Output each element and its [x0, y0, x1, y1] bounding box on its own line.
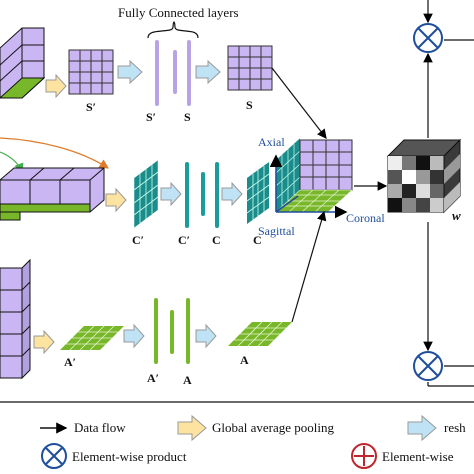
product-node-top — [413, 23, 443, 53]
fc-bars-top — [155, 40, 191, 106]
gap-arrow-bottom — [33, 329, 55, 355]
legend-product: Element-wise product — [41, 443, 187, 469]
coronal-label: Coronal — [346, 211, 385, 225]
reshape-arrow-bottom-2 — [195, 323, 217, 349]
legend-gap: Global average pooling — [177, 414, 335, 442]
reshape-arrow-middle-2 — [221, 181, 243, 207]
a-grid — [228, 321, 292, 347]
s-fc-label: S — [184, 110, 191, 124]
c-prime-grid — [133, 159, 159, 229]
weight-cube — [386, 138, 462, 214]
reshape-arrow-bottom-1 — [123, 323, 145, 349]
left-purple-volume-bottom — [0, 258, 31, 380]
s-grid — [227, 45, 273, 91]
fc-bars-middle — [185, 162, 219, 228]
a-prime-fc-label: A′ — [147, 371, 159, 385]
legend-data-flow: Data flow — [40, 420, 126, 435]
a-prime-grid — [60, 325, 124, 351]
legend-gap-label: Global average pooling — [212, 420, 335, 435]
reshape-arrow-middle-1 — [160, 181, 182, 207]
left-purple-volume-middle — [0, 167, 105, 221]
fc-bars-bottom — [154, 298, 190, 364]
c-prime-fc-label: C′ — [178, 233, 190, 247]
flow-arrow-a-to-fuse — [291, 210, 327, 323]
c-grid — [246, 162, 270, 224]
s-prime-label: S′ — [86, 100, 96, 114]
legend-sum: Element-wise — [351, 443, 454, 469]
s-label: S — [246, 98, 253, 112]
s-prime-fc-label: S′ — [146, 110, 156, 124]
c-fc-label: C — [212, 233, 221, 247]
c-label: C — [253, 233, 262, 247]
fc-brace — [147, 21, 199, 39]
flow-arrow-s-to-fuse — [271, 67, 327, 139]
w-label: w — [452, 208, 461, 223]
right-flow-lines — [423, 0, 474, 387]
c-prime-label: C′ — [132, 233, 144, 247]
s-prime-grid — [68, 49, 114, 95]
fc-title: Fully Connected layers — [118, 5, 239, 20]
gap-arrow-top — [45, 73, 67, 99]
a-label: A — [240, 353, 249, 367]
legend-sum-label: Element-wise — [382, 449, 454, 464]
reshape-arrow-top-2 — [195, 59, 221, 85]
legend-reshape-label: resh — [444, 420, 466, 435]
legend-data-flow-label: Data flow — [74, 420, 126, 435]
legend-reshape: resh — [407, 414, 466, 442]
a-prime-label: A′ — [64, 355, 76, 369]
left-purple-volume-top — [0, 27, 46, 99]
gap-arrow-middle — [105, 187, 127, 213]
combined-planes — [275, 137, 353, 213]
axial-label: Axial — [258, 135, 285, 149]
legend-product-label: Element-wise product — [72, 449, 187, 464]
reshape-arrow-top-1 — [117, 59, 143, 85]
product-node-bottom — [413, 351, 443, 381]
curved-arrows — [0, 137, 110, 174]
sagittal-label: Sagittal — [258, 224, 295, 238]
a-fc-label: A — [183, 373, 192, 387]
axis-arrows — [269, 154, 348, 219]
